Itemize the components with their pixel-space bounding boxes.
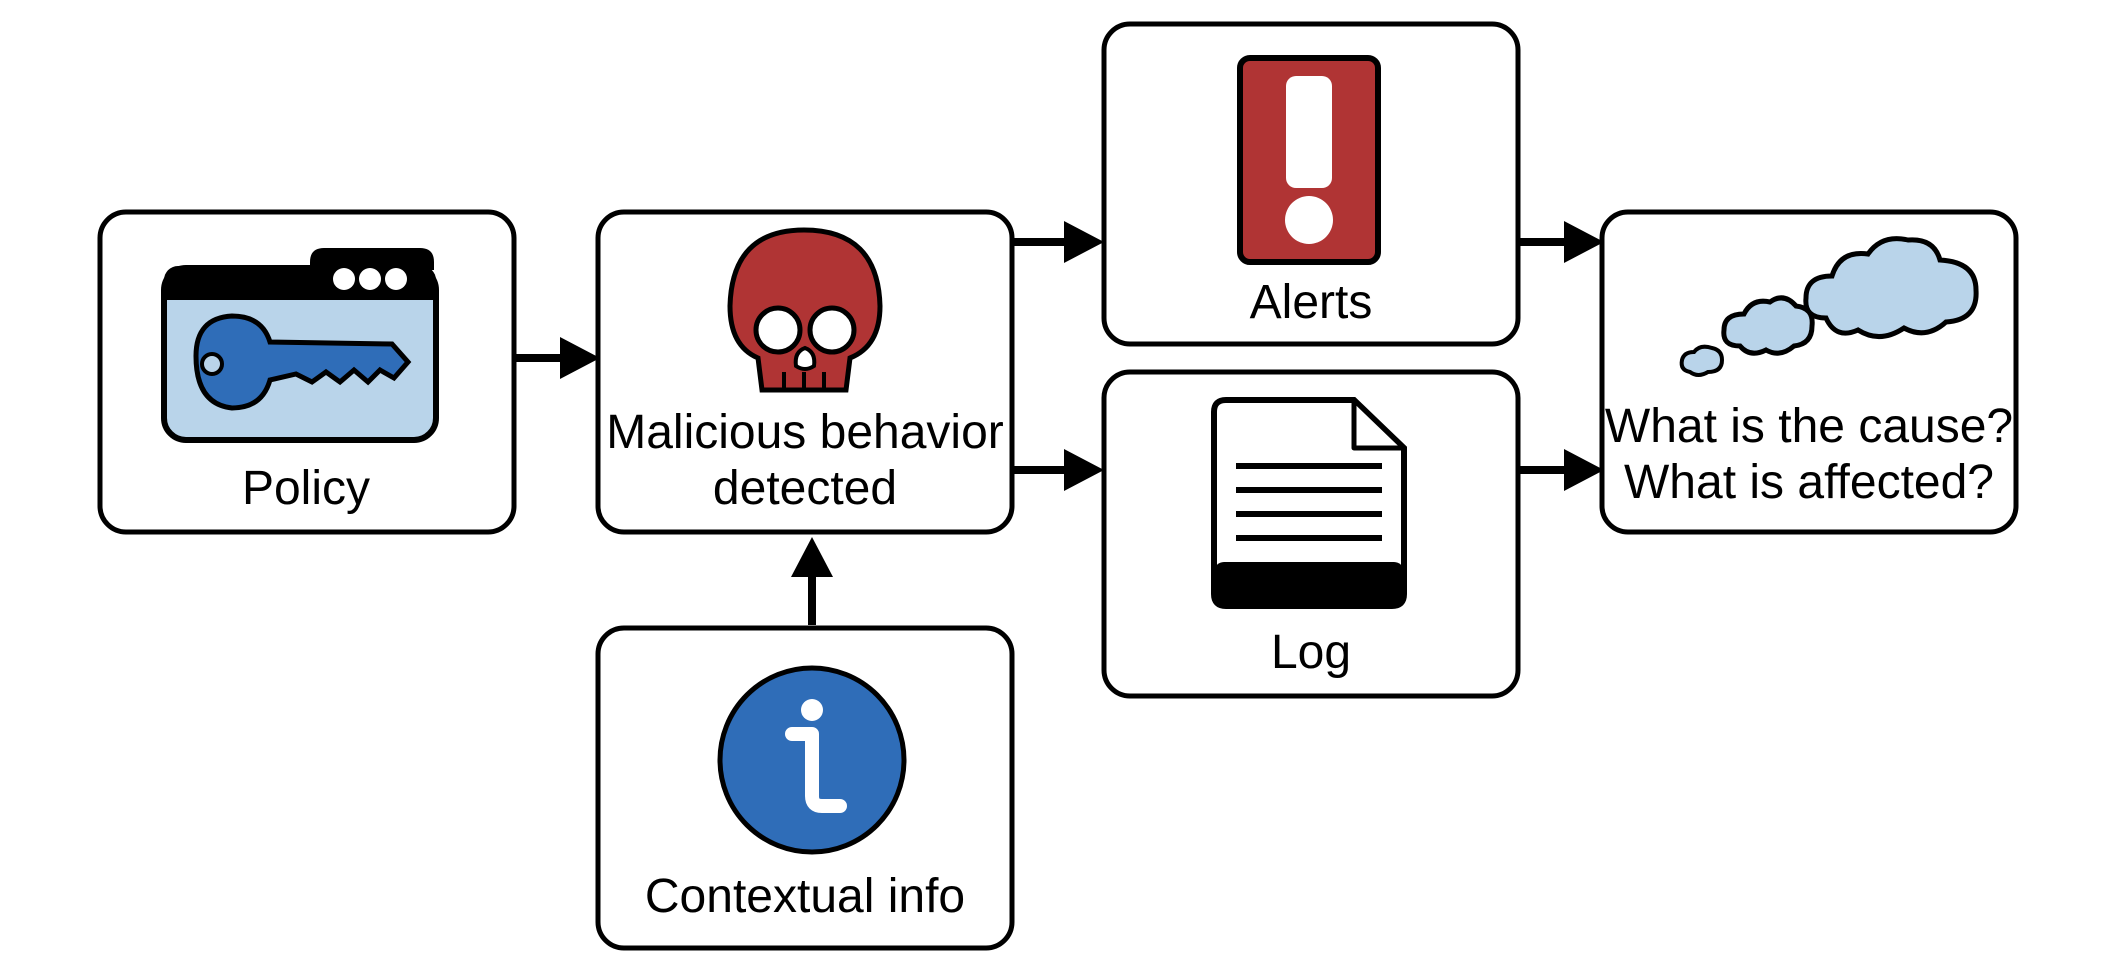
exclamation-icon [1237, 55, 1381, 265]
malicious-label-line1: Malicious behavior [606, 406, 1004, 459]
questions-label-line2: What is affected? [1624, 456, 1994, 509]
edge-malicious-to-alerts [1014, 221, 1104, 263]
info-icon [717, 665, 907, 855]
skull-icon [727, 227, 883, 393]
thought-cloud-icon [1679, 236, 1979, 377]
edge-alerts-to-questions [1518, 221, 1604, 263]
document-icon [1211, 397, 1407, 609]
node-alerts: Alerts [1101, 21, 1521, 347]
key-window-icon [161, 248, 439, 443]
log-label: Log [1271, 626, 1351, 679]
node-malicious: Malicious behavior detected [595, 209, 1015, 535]
malicious-label-line2: detected [713, 462, 897, 515]
alerts-label: Alerts [1250, 276, 1373, 329]
node-policy: Policy [97, 209, 517, 535]
node-log: Log [1101, 369, 1521, 699]
edge-log-to-questions [1518, 449, 1604, 491]
questions-label-line1: What is the cause? [1605, 400, 2013, 453]
edge-contextual-to-malicious [791, 537, 833, 625]
edge-malicious-to-log [1014, 449, 1104, 491]
contextual-label: Contextual info [645, 870, 965, 923]
edge-policy-to-malicious [512, 337, 600, 379]
node-contextual: Contextual info [595, 625, 1015, 951]
policy-label: Policy [242, 462, 370, 515]
node-questions: What is the cause? What is affected? [1599, 209, 2019, 535]
